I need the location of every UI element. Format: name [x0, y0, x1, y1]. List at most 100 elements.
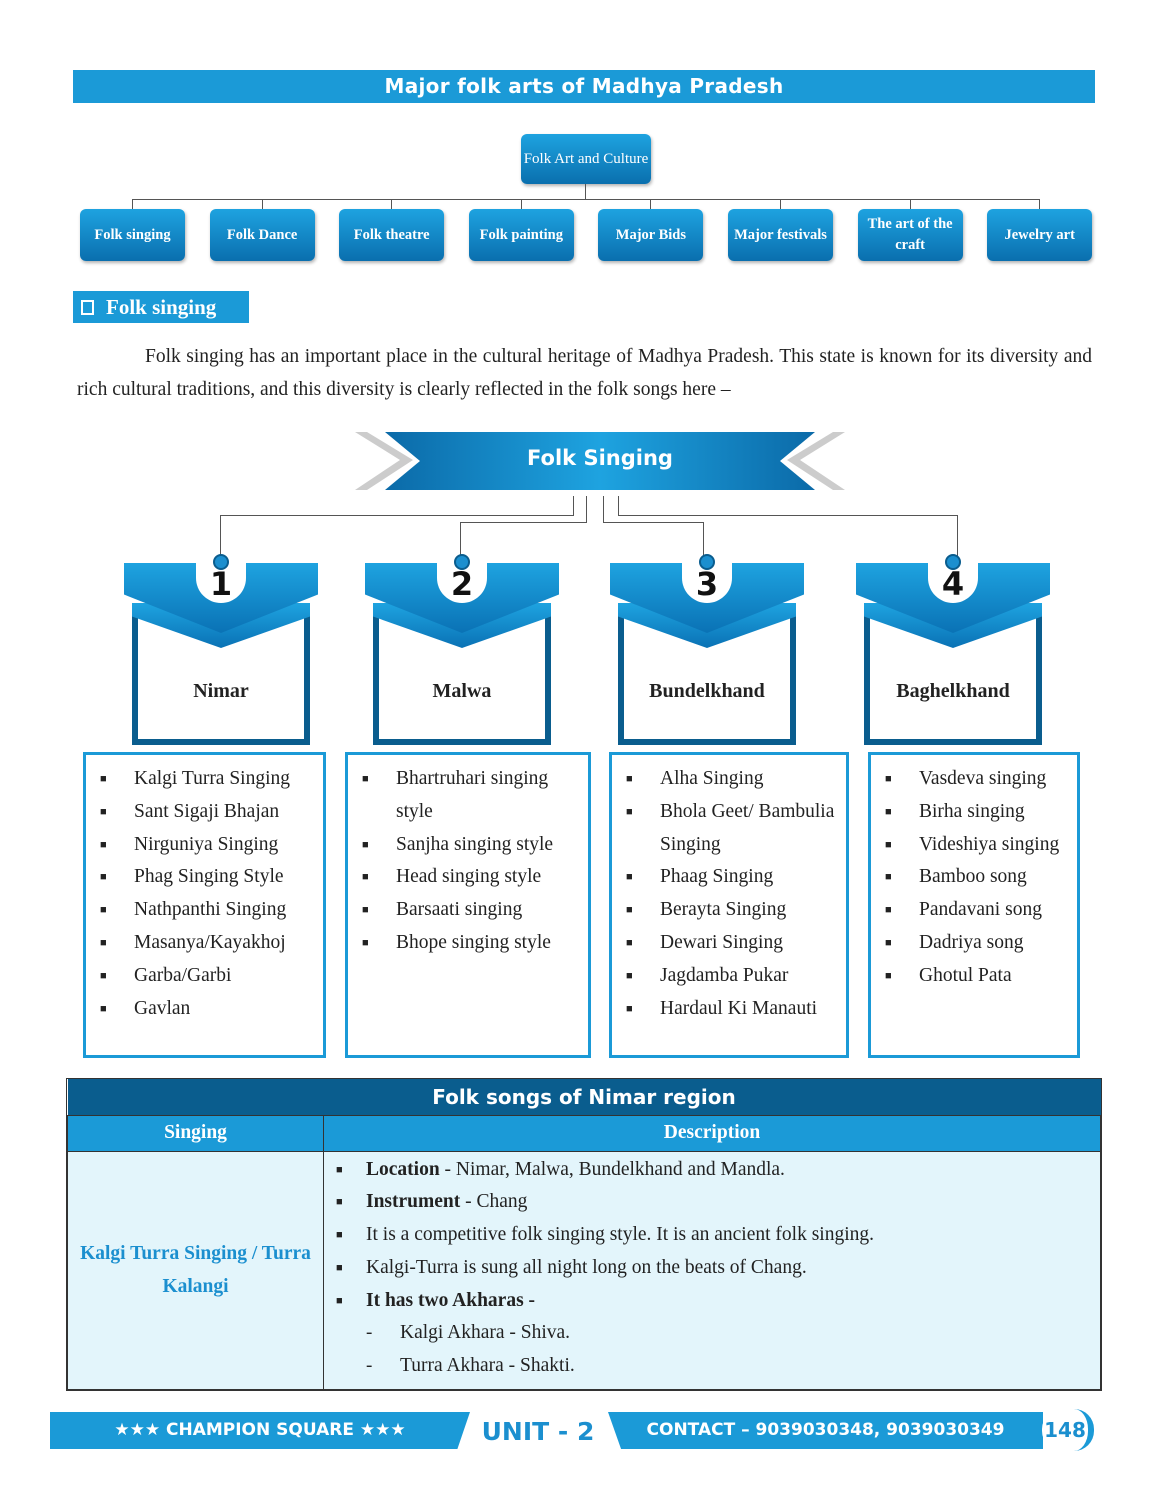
bullet-icon: ■: [626, 904, 633, 917]
bullet-icon: ■: [336, 1196, 343, 1209]
item-text: Alha Singing: [660, 768, 764, 789]
section-heading-text: Folk singing: [106, 295, 217, 319]
bullet-icon: ■: [100, 805, 107, 818]
item-text: Dadriya song: [919, 931, 1024, 953]
org-node: Folk Dance: [209, 209, 315, 261]
description-item: ■Instrument - Chang: [336, 1186, 1100, 1219]
list-item: ■Bhola Geet/ Bambulia Singing: [626, 796, 838, 862]
page-number: 148: [1042, 1409, 1094, 1451]
item-text: Bhope singing style: [396, 931, 551, 953]
description-item: ■It has two Akharas -: [336, 1285, 1100, 1318]
subpoint-text: Kalgi Akhara - Shiva.: [400, 1322, 571, 1344]
bullet-icon: ■: [100, 1002, 107, 1015]
list-item: ■Hardaul Ki Manauti: [626, 993, 838, 1026]
list-item: ■ Dewari Singing: [626, 927, 838, 960]
description-item: ■Kalgi-Turra is sung all night long on t…: [336, 1252, 1100, 1285]
org-node: Jewelry art: [987, 209, 1093, 261]
header-description: Description: [323, 1114, 1101, 1152]
list-item: ■ Bhope singing style: [362, 927, 580, 960]
list-item: ■Berayta Singing: [626, 894, 838, 927]
connector-dot-icon: [699, 554, 715, 570]
footer-unit: UNIT - 2: [481, 1417, 595, 1446]
point-label: Location: [366, 1158, 440, 1180]
region-number: 1: [196, 563, 246, 603]
item-text: Videshiya singing: [919, 833, 1060, 855]
bullet-icon: ■: [885, 904, 892, 917]
list-item: ■Ghotul Pata: [885, 960, 1069, 993]
region-list-nimar: ■Kalgi Turra Singing■Sant Sigaji Bhajan■…: [83, 752, 326, 1058]
list-item: ■ Alha Singing: [626, 763, 838, 796]
footer-contact: CONTACT – 9039030348, 9039030349: [608, 1412, 1043, 1449]
item-text: Phaag Singing: [660, 866, 774, 888]
list-item: ■Phaag Singing: [626, 861, 838, 894]
region-list-baghelkhand: ■Vasdeva singing■Birha singing■Videshiya…: [868, 752, 1080, 1058]
banner-shape: [355, 432, 845, 490]
bullet-icon: ■: [885, 871, 892, 884]
list-item: ■Bamboo song: [885, 861, 1069, 894]
item-text: Head singing style: [396, 866, 542, 888]
table-title: Folk songs of Nimar region: [67, 1079, 1101, 1115]
list-item: ■Nathpanthi Singing: [100, 894, 315, 927]
org-node: The art of the craft: [857, 209, 963, 261]
list-item: ■Nirguniya Singing: [100, 829, 315, 862]
region-header-nimar: Nimar 1: [124, 554, 318, 748]
region-header-malwa: Malwa 2: [365, 554, 559, 748]
bullet-icon: ■: [362, 936, 369, 949]
bullet-icon: ■: [626, 805, 633, 818]
bullet-icon: ■: [885, 969, 892, 982]
region-header-bundelkhand: Bundelkhand 3: [610, 554, 804, 748]
item-text: Dewari Singing: [660, 931, 783, 953]
list-item: ■Sant Sigaji Bhajan: [100, 796, 315, 829]
list-item: ■Dadriya song: [885, 927, 1069, 960]
footer-brand: ★★★ CHAMPION SQUARE ★★★: [50, 1412, 470, 1449]
bullet-icon: ■: [362, 838, 369, 851]
singing-name: Kalgi Turra Singing / Turra Kalangi: [67, 1150, 324, 1391]
connector: [132, 199, 1040, 200]
bullet-icon: ■: [100, 871, 107, 884]
description-item: ■Location - Nimar, Malwa, Bundelkhand an…: [336, 1154, 1100, 1187]
item-text: Barsaati singing: [396, 899, 523, 921]
bullet-icon: ■: [336, 1294, 343, 1307]
item-text: Jagdamba Pukar: [660, 964, 789, 986]
list-item: ■ Masanya/Kayakhoj: [100, 927, 315, 960]
bullet-icon: ■: [885, 805, 892, 818]
description-subitem: -Turra Akhara - Shakti.: [336, 1350, 1100, 1383]
page-title: Major folk arts of Madhya Pradesh: [73, 70, 1095, 103]
region-number: 4: [928, 563, 978, 603]
list-item: ■Kalgi Turra Singing: [100, 763, 315, 796]
bullet-icon: ■: [336, 1163, 343, 1176]
list-item: ■ Head singing style: [362, 861, 580, 894]
description-list: ■Location - Nimar, Malwa, Bundelkhand an…: [324, 1152, 1100, 1390]
region-list-bundelkhand: ■ Alha Singing ■Bhola Geet/ Bambulia Singi…: [609, 752, 849, 1058]
list-item: ■Barsaati singing: [362, 894, 580, 927]
folk-singing-banner: Folk Singing: [355, 432, 845, 496]
bullet-icon: ■: [336, 1261, 343, 1274]
checkbox-square-icon: [81, 300, 94, 315]
subpoint-text: Turra Akhara - Shakti.: [400, 1355, 575, 1377]
list-item: ■ Sanjha singing style: [362, 829, 580, 862]
item-text: Sanjha singing style: [396, 833, 554, 855]
list-item: ■Videshiya singing: [885, 829, 1069, 862]
region-number: 2: [437, 563, 487, 603]
list-item: ■Bhartruhari singing style: [362, 763, 580, 829]
list-item: ■Pandavani song: [885, 894, 1069, 927]
bullet-icon: ■: [362, 871, 369, 884]
list-item: ■ Jagdamba Pukar: [626, 960, 838, 993]
bullet-icon: ■: [100, 936, 107, 949]
item-text: Vasdeva singing: [919, 768, 1047, 789]
intro-text: Folk singing has an important place in t…: [77, 346, 1092, 400]
org-node: Folk theatre: [339, 209, 445, 261]
connector-dot-icon: [945, 554, 961, 570]
bullet-icon: ■: [626, 773, 633, 785]
item-text: Kalgi Turra Singing: [134, 768, 291, 789]
item-text: Masanya/Kayakhoj: [134, 931, 286, 953]
bullet-icon: ■: [100, 838, 107, 851]
connector-dot-icon: [454, 554, 470, 570]
header-singing: Singing: [67, 1114, 324, 1152]
section-heading: Folk singing: [73, 291, 249, 323]
bullet-icon: ■: [100, 904, 107, 917]
bullet-icon: ■: [626, 936, 633, 949]
bullet-icon: ■: [626, 969, 633, 982]
list-item: ■Garba/Garbi: [100, 960, 315, 993]
